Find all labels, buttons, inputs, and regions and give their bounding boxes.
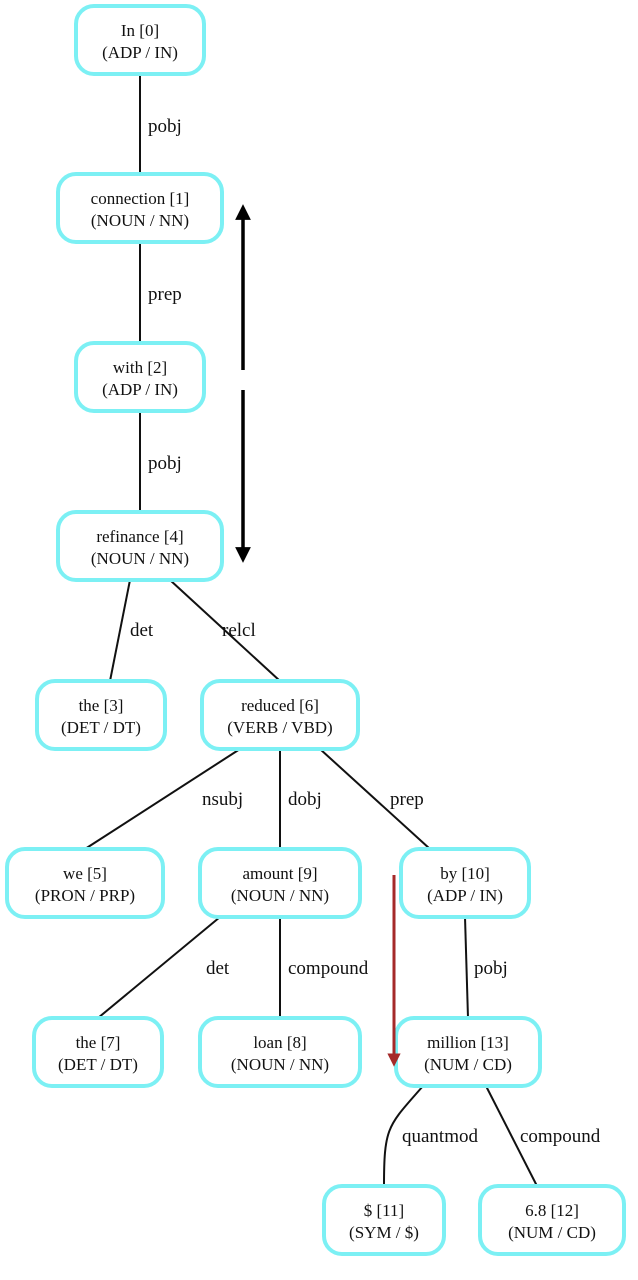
edge-label: relcl	[222, 620, 256, 641]
node-tag: (NOUN / NN)	[231, 1055, 329, 1074]
edge-pobj	[464, 916, 469, 1019]
node-word: amount [9]	[242, 864, 317, 883]
node-box	[322, 1184, 446, 1256]
node-box	[478, 1184, 626, 1256]
node: the [7] (DET / DT)	[32, 1016, 164, 1088]
edge-det	[97, 916, 221, 1019]
node-tag: (ADP / IN)	[102, 380, 178, 399]
edges-layer: pobj prep pobj det relcl nsubj dobj prep det comp…	[84, 74, 601, 1187]
node-tag: (NOUN / NN)	[231, 886, 329, 905]
node-tag: (DET / DT)	[61, 718, 141, 737]
node-box	[56, 510, 224, 582]
node-box	[198, 1016, 362, 1088]
node-tag: (VERB / VBD)	[227, 718, 332, 737]
node-box	[74, 4, 206, 76]
node-word: connection [1]	[91, 189, 190, 208]
node-box	[198, 847, 362, 919]
node-box	[56, 172, 224, 244]
node-box	[394, 1016, 542, 1088]
edge-label: pobj	[148, 453, 182, 474]
node-box	[35, 679, 167, 751]
node-tag: (NOUN / NN)	[91, 549, 189, 568]
node-word: loan [8]	[253, 1033, 306, 1052]
edge-prep	[319, 748, 431, 850]
node: refinance [4] (NOUN / NN)	[56, 510, 224, 582]
edge-compound	[485, 1085, 538, 1187]
edge-label: nsubj	[202, 789, 243, 810]
edge-nsubj	[84, 748, 241, 850]
node: 6.8 [12] (NUM / CD)	[478, 1184, 626, 1256]
edge-label: prep	[390, 789, 424, 810]
node-tag: (PRON / PRP)	[35, 886, 135, 905]
node-tag: (SYM / $)	[349, 1223, 419, 1242]
node-word: refinance [4]	[96, 527, 183, 546]
edge-label: compound	[288, 958, 369, 979]
edge-label: prep	[148, 284, 182, 305]
node-word: reduced [6]	[241, 696, 319, 715]
node: loan [8] (NOUN / NN)	[198, 1016, 362, 1088]
node-word: 6.8 [12]	[525, 1201, 579, 1220]
edge-label: quantmod	[402, 1126, 478, 1147]
node-tag: (NUM / CD)	[424, 1055, 512, 1074]
node: connection [1] (NOUN / NN)	[56, 172, 224, 244]
node: the [3] (DET / DT)	[35, 679, 167, 751]
edge-label: compound	[520, 1126, 601, 1147]
node-tag: (ADP / IN)	[102, 43, 178, 62]
node: reduced [6] (VERB / VBD)	[200, 679, 360, 751]
node-box	[74, 341, 206, 413]
node-word: with [2]	[113, 358, 167, 377]
node-word: In [0]	[121, 21, 159, 40]
nodes-layer: In [0] (ADP / IN) connection [1] (NOUN / NN…	[5, 4, 626, 1256]
node: In [0] (ADP / IN)	[74, 4, 206, 76]
node-word: the [3]	[79, 696, 124, 715]
node: by [10] (ADP / IN)	[399, 847, 531, 919]
node-word: the [7]	[76, 1033, 121, 1052]
node-box	[399, 847, 531, 919]
node-word: $ [11]	[364, 1201, 404, 1220]
node-tag: (NOUN / NN)	[91, 211, 189, 230]
node-tag: (NUM / CD)	[508, 1223, 596, 1242]
edge-det	[109, 579, 131, 682]
node-box	[200, 679, 360, 751]
node: million [13] (NUM / CD)	[394, 1016, 542, 1088]
node-word: million [13]	[427, 1033, 509, 1052]
node: $ [11] (SYM / $)	[322, 1184, 446, 1256]
node-word: we [5]	[63, 864, 107, 883]
node: amount [9] (NOUN / NN)	[198, 847, 362, 919]
edge-label: pobj	[148, 116, 182, 137]
node-tag: (ADP / IN)	[427, 886, 503, 905]
edge-quantmod	[383, 1085, 424, 1187]
edge-label: det	[206, 958, 230, 979]
node-box	[5, 847, 165, 919]
edge-label: det	[130, 620, 154, 641]
node: we [5] (PRON / PRP)	[5, 847, 165, 919]
node: with [2] (ADP / IN)	[74, 341, 206, 413]
edge-relcl	[169, 579, 281, 682]
node-tag: (DET / DT)	[58, 1055, 138, 1074]
node-word: by [10]	[440, 864, 490, 883]
node-box	[32, 1016, 164, 1088]
edge-label: pobj	[474, 958, 508, 979]
edge-label: dobj	[288, 789, 322, 810]
